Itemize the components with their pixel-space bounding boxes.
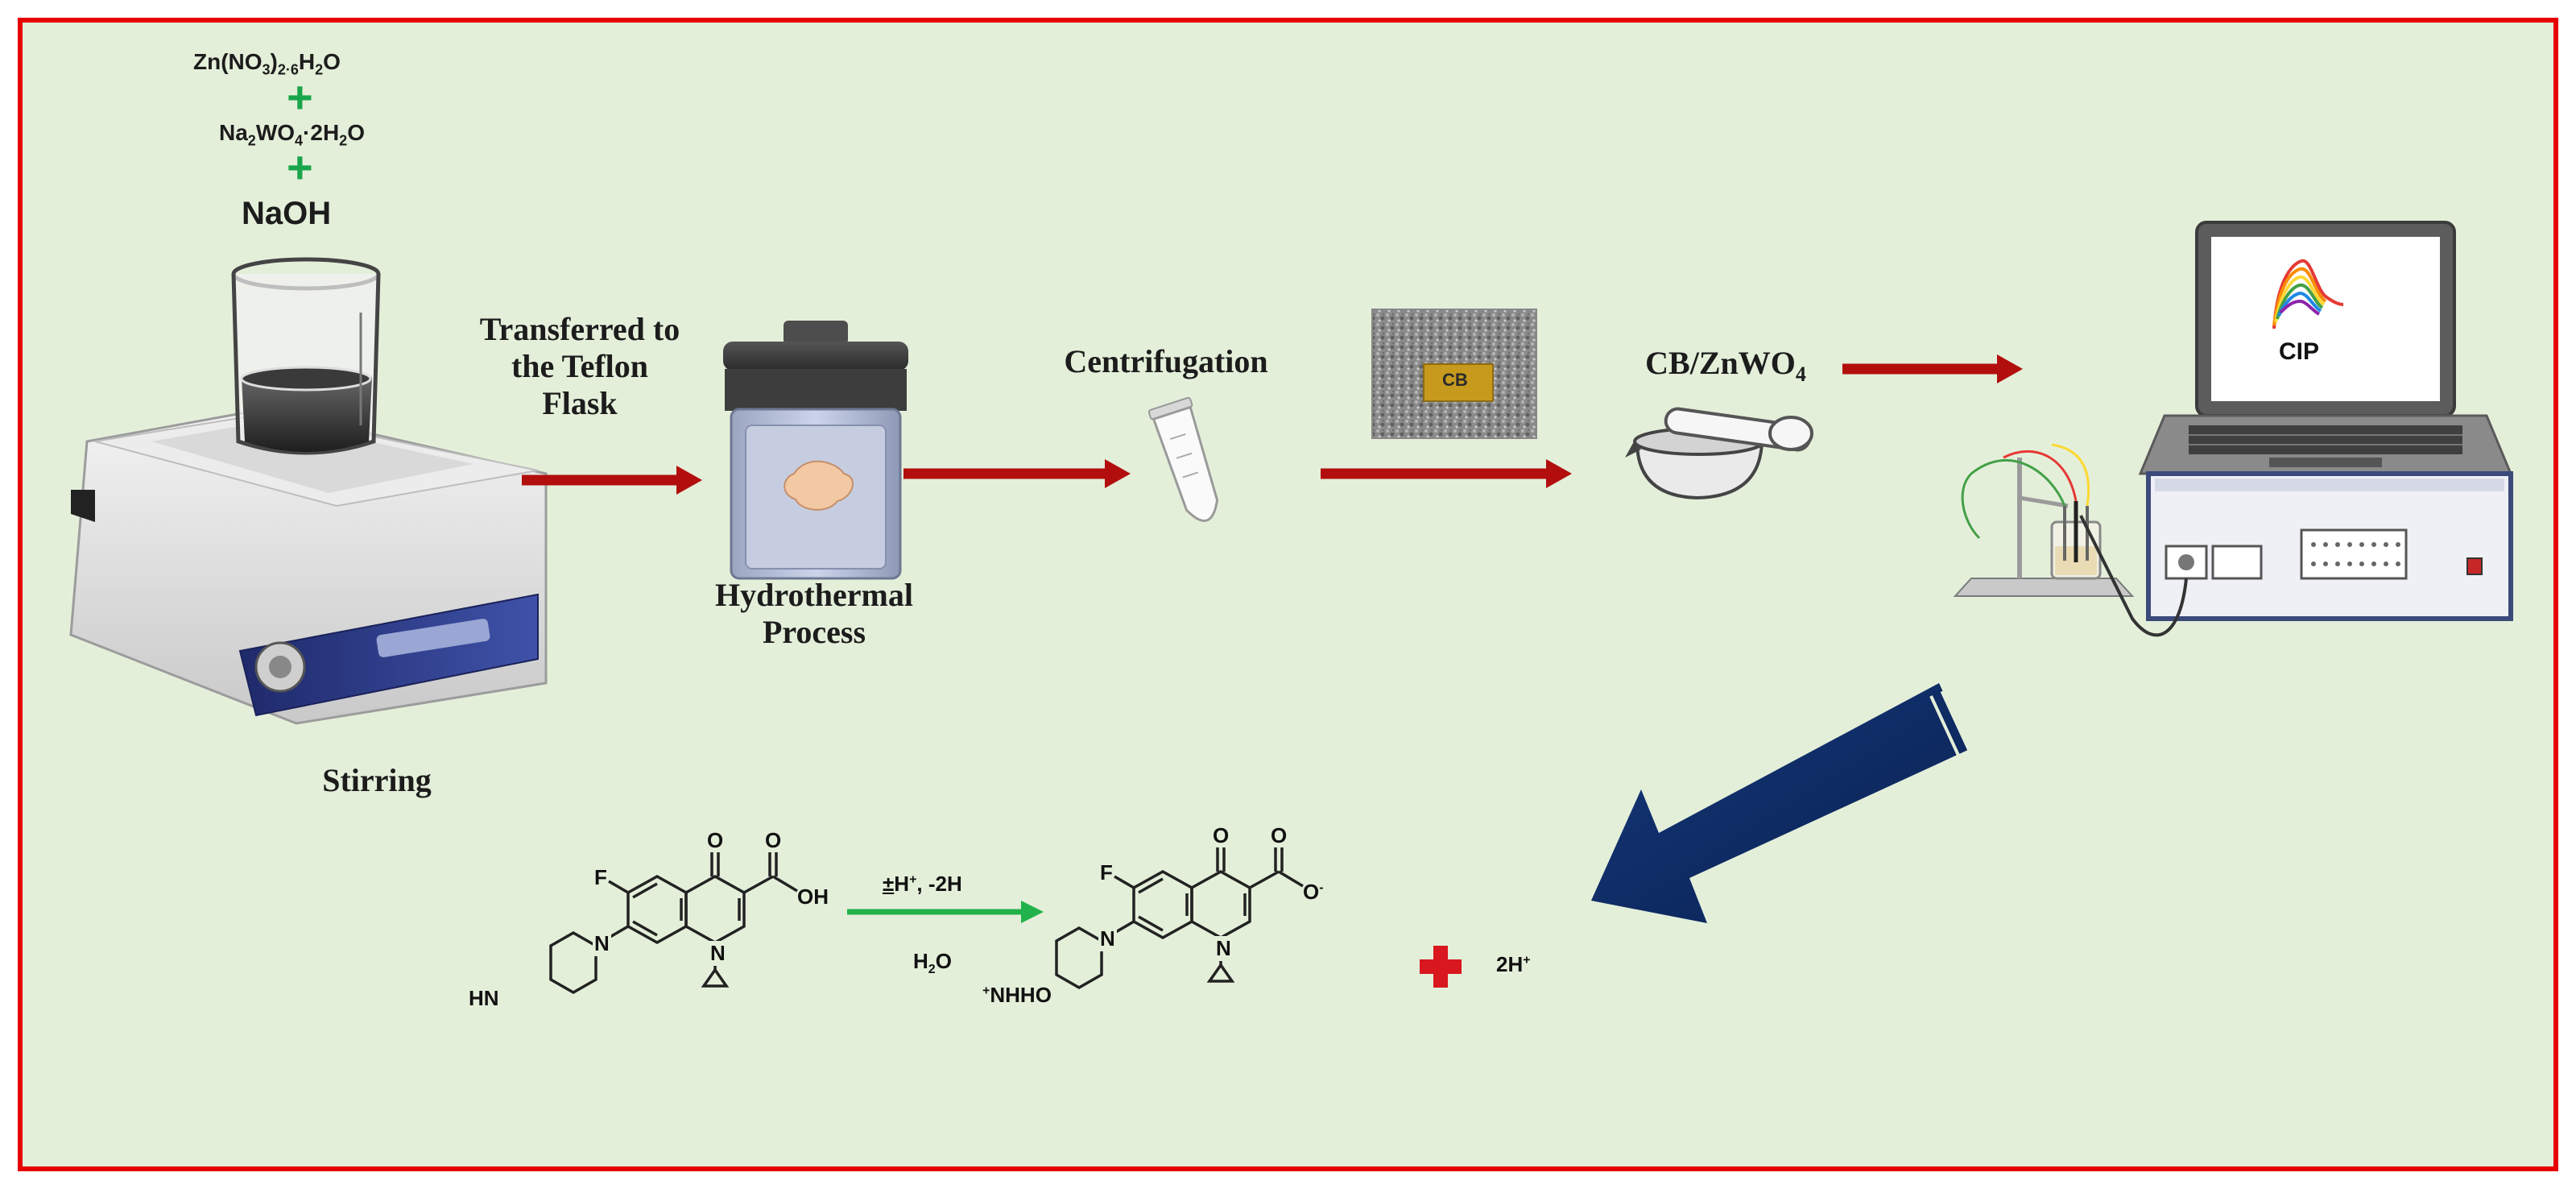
electrochemical-cell-icon [1953, 443, 2188, 637]
reaction-arrow [847, 901, 1044, 923]
arrow-to-sensor [1842, 354, 2023, 383]
mortar-pestle-icon [1625, 407, 1813, 500]
red-plus-icon [1420, 946, 1462, 988]
arrow-to-centrifuge [903, 459, 1131, 488]
product-O-minus: O- [1303, 880, 1324, 904]
centrifuge-tube-icon [1147, 396, 1219, 522]
label-centrifugation: Centrifugation [1064, 343, 1268, 379]
reagent-naoh: NaOH [242, 196, 332, 231]
big-return-arrow-icon [1591, 683, 1974, 923]
product-O-acid: O [1271, 823, 1288, 847]
reactant-F: F [594, 865, 607, 889]
voltammogram-icon [2269, 245, 2347, 334]
reactant-N-pip: N [593, 931, 611, 956]
reactant-HN: HN [469, 986, 499, 1010]
arrow-transfer [522, 466, 702, 495]
conditions-top: ±H+, -2H [883, 872, 962, 896]
carbon-black-image [1371, 309, 1537, 439]
cb-label: CB [1442, 370, 1468, 390]
arrow-to-mortar [1321, 459, 1572, 488]
product-F: F [1100, 860, 1113, 884]
reactant-O-ketone: O [707, 828, 724, 852]
product-O-ketone: O [1213, 823, 1230, 847]
plus-sign-1: + [287, 72, 313, 122]
product-N-ring: N [1214, 936, 1233, 961]
reactant-N-ring: N [709, 941, 727, 966]
label-transfer: Transferred to the Teflon Flask [479, 311, 680, 421]
plus-sign-2: + [287, 142, 313, 193]
product-NHH: +NHHO [981, 983, 1053, 1008]
conditions-bottom: H2O [913, 949, 952, 977]
reagent-sodium-tungstate: Na2WO4·2H2O [219, 120, 365, 149]
reagent-zinc-nitrate: Zn(NO3)2·6H2O [193, 49, 341, 78]
reactant-structure [549, 852, 798, 995]
product-structure [1055, 847, 1304, 990]
label-stirring: Stirring [322, 762, 432, 798]
byproduct-2H: 2H+ [1496, 952, 1531, 976]
process-illustration [69, 221, 2513, 995]
potentiostat-icon [2146, 471, 2513, 621]
label-composite: CB/ZnWO4 [1645, 345, 1806, 386]
reactant-O-acid: O [765, 828, 782, 852]
reactant-OH: OH [797, 884, 829, 909]
beaker-icon [231, 257, 381, 455]
product-N-pip: N [1098, 926, 1117, 951]
label-hydrothermal: Hydrothermal Process [715, 577, 913, 650]
screen-label-cip: CIP [2279, 338, 2320, 365]
diagram-frame: Zn(NO3)2·6H2O + Na2WO4·2H2O + NaOH Stirr… [18, 18, 2558, 1171]
hot-plate-stirrer-icon [69, 408, 548, 725]
teflon-autoclave-icon [723, 321, 908, 580]
